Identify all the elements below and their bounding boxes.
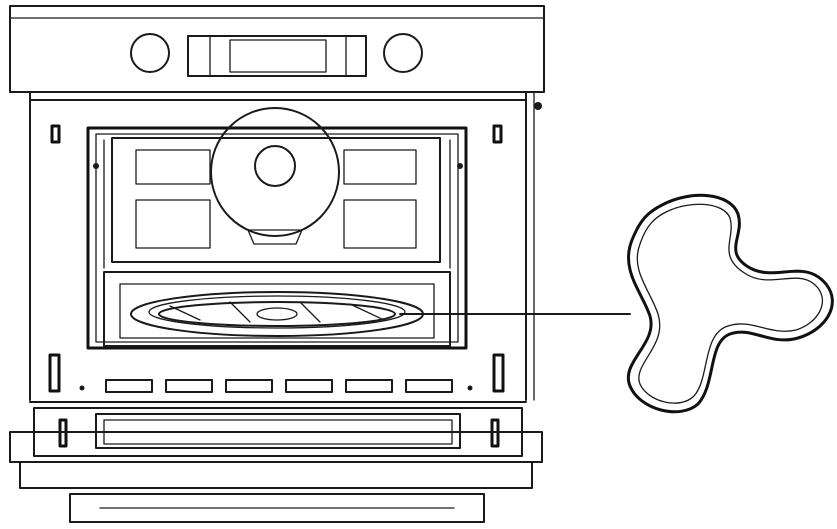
roller-ring-outline bbox=[626, 193, 834, 414]
display-panel bbox=[187, 35, 367, 77]
right-latch-top bbox=[492, 124, 503, 144]
strip-button-2 bbox=[165, 379, 213, 393]
turntable-ridges bbox=[169, 301, 385, 323]
back-wall-recess-bottom-right bbox=[343, 199, 417, 249]
right-knob bbox=[383, 33, 423, 73]
fan-cover bbox=[210, 107, 340, 237]
strip-button-4 bbox=[285, 379, 333, 393]
strip-dot-right bbox=[467, 385, 473, 391]
back-wall-recess-bottom-left bbox=[135, 199, 211, 249]
left-latch-top bbox=[50, 124, 61, 144]
strip-button-6 bbox=[405, 379, 453, 393]
cavity-floor bbox=[103, 271, 451, 347]
back-wall-outline bbox=[111, 137, 441, 263]
back-wall-recess-top-left bbox=[135, 149, 211, 185]
left-rail-pin bbox=[93, 163, 99, 169]
turntable-plate bbox=[130, 291, 424, 337]
oven-body bbox=[29, 91, 542, 401]
roller-ring-in-oven bbox=[158, 301, 396, 327]
control-panel-frame bbox=[9, 5, 545, 93]
floor-inner bbox=[119, 283, 435, 339]
fan-cover-base bbox=[247, 229, 303, 245]
drawer-front bbox=[69, 493, 485, 523]
strip-button-5 bbox=[345, 379, 393, 393]
strip-button-3 bbox=[225, 379, 273, 393]
right-latch-bottom bbox=[492, 353, 505, 393]
door-lower-panel bbox=[19, 461, 533, 489]
display-screen bbox=[229, 39, 327, 73]
roller-ring-inner-outline bbox=[636, 203, 824, 404]
back-wall-recess-top-right bbox=[343, 149, 417, 185]
oven-cavity bbox=[86, 107, 468, 350]
control-panel bbox=[9, 5, 545, 93]
turntable-inner-ring bbox=[148, 295, 406, 329]
left-latch-bottom bbox=[48, 353, 61, 393]
oven-door bbox=[9, 401, 543, 523]
back-wall-panel bbox=[111, 107, 441, 263]
body-screw bbox=[534, 102, 542, 110]
floor-frame bbox=[103, 271, 451, 347]
strip-button-1 bbox=[105, 379, 153, 393]
left-knob bbox=[130, 33, 170, 73]
fan-hub bbox=[254, 145, 296, 187]
right-rail-pin bbox=[457, 163, 463, 169]
cavity-inner-frame bbox=[95, 133, 459, 343]
turntable-coupler bbox=[256, 307, 298, 321]
roller-ring-detail bbox=[626, 193, 834, 414]
cavity-frame bbox=[86, 126, 468, 350]
button-strip bbox=[79, 379, 473, 393]
strip-dot-left bbox=[79, 385, 85, 391]
